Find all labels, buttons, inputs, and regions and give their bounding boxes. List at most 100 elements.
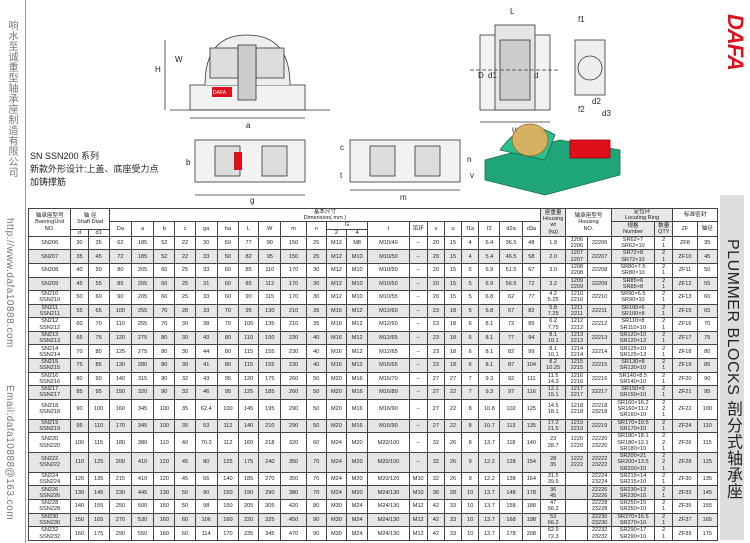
table-cell: 32 xyxy=(174,371,196,387)
header-shaft-diameter: 轴 径 Shaft Diad xyxy=(70,208,110,230)
table-cell: M30 xyxy=(325,526,348,541)
table-cell: 22232 23232 xyxy=(587,526,612,541)
table-cell: SN220 SSN220 xyxy=(27,432,72,454)
table-cell: 50 xyxy=(696,262,719,278)
table-cell: 12.2 xyxy=(478,471,501,487)
table-cell: – xyxy=(408,385,428,400)
table-cell: 70 xyxy=(216,303,240,319)
table-cell: SR130×8 SR130×10 xyxy=(610,358,656,373)
table-cell: 175 xyxy=(258,371,282,387)
table-cell: 41 xyxy=(194,358,218,373)
table-cell: 17.2 21.5 xyxy=(540,418,567,434)
table-cell: 150 xyxy=(280,235,307,251)
table-cell: 120 xyxy=(153,452,176,473)
table-cell: 44 xyxy=(194,344,218,360)
plummer-block-3d-render xyxy=(484,123,621,196)
table-cell: 6.8 xyxy=(478,290,501,305)
table-cell: 102 xyxy=(499,398,523,420)
table-cell: 6.2 7.75 xyxy=(540,317,567,332)
side-view-drawing xyxy=(470,24,560,123)
website-link[interactable]: http://www.dafa10888.com xyxy=(4,218,15,348)
table-cell: 45 xyxy=(70,276,89,292)
table-cell: 10 xyxy=(461,512,480,528)
header-col-a: a xyxy=(130,221,155,237)
table-cell: 77 xyxy=(499,330,523,346)
table-cell: 1213 2213 xyxy=(565,330,589,346)
table-cell: 65 xyxy=(87,303,110,319)
table-cell: 135 xyxy=(258,317,282,332)
header-housing-no: 轴承座型号 Housing NO. xyxy=(565,208,612,237)
table-cell: 1210 2210 xyxy=(565,290,589,305)
table-cell: 110 xyxy=(70,452,89,473)
table-cell: 1215 2215 xyxy=(565,358,589,373)
header-ring-qty: 数量 QTY xyxy=(654,221,674,237)
table-cell: 8 xyxy=(461,398,480,420)
table-cell: SN219 SSN219 xyxy=(27,418,72,434)
table-cell: 26 xyxy=(443,471,463,487)
table-cell: 100 xyxy=(70,432,89,454)
table-cell: 65 xyxy=(70,330,89,346)
table-cell: 112 xyxy=(216,418,240,434)
table-cell: 2 2 1 xyxy=(654,398,674,420)
table-cell: 8 xyxy=(461,418,480,434)
table-cell: 325 xyxy=(258,512,282,528)
table-cell: 150 xyxy=(216,499,240,514)
table-cell: M24/130 xyxy=(367,499,410,514)
header-seal-shaft: 轴径 xyxy=(696,221,719,237)
table-cell: 22213 xyxy=(587,330,612,346)
table-cell: 135 xyxy=(696,471,719,487)
table-cell: 158 xyxy=(499,499,523,514)
table-cell: M16/65 xyxy=(367,358,410,373)
table-cell: SR215×14 SR215×10 xyxy=(610,471,656,487)
table-cell: 30 xyxy=(305,276,327,292)
table-cell: 58 xyxy=(521,249,542,264)
table-cell: 11.5 14.3 xyxy=(540,371,567,387)
table-cell: SN215 SSN215 xyxy=(27,358,72,373)
table-cell: 205 xyxy=(130,262,155,278)
table-cell: 85 xyxy=(108,276,132,292)
table-cell: 22216 xyxy=(587,371,612,387)
table-cell: 1218 2218 xyxy=(565,398,589,420)
table-cell: 23 xyxy=(426,303,445,319)
table-cell: 2 2 1 xyxy=(654,452,674,473)
table-cell: 420 xyxy=(280,499,307,514)
table-cell: 1207 2207 xyxy=(565,249,589,264)
table-cell: 350 xyxy=(280,452,307,473)
table-cell: 40 xyxy=(70,262,89,278)
table-cell: 82 xyxy=(521,303,542,319)
table-cell: M20 xyxy=(346,432,369,454)
table-cell: 255 xyxy=(130,317,155,332)
table-cell: 43 xyxy=(194,371,218,387)
table-cell: ZF15 xyxy=(672,303,698,319)
table-cell: – xyxy=(408,276,428,292)
table-cell: 36 xyxy=(426,485,445,501)
table-cell: 95 xyxy=(87,385,110,400)
header-col-n: n xyxy=(305,221,327,237)
table-cell: SR85×6 SR85×8 xyxy=(610,276,656,292)
table-cell: 90 xyxy=(70,398,89,420)
table-cell: 178 xyxy=(499,526,523,541)
table-cell: 80 xyxy=(696,344,719,360)
table-cell: 380 xyxy=(130,432,155,454)
table-cell: SN216 SSN216 xyxy=(27,371,72,387)
table-cell: 45 xyxy=(87,249,110,264)
table-cell: – xyxy=(408,317,428,332)
table-cell: 95 xyxy=(216,385,240,400)
table-cell: 26 xyxy=(443,452,463,473)
table-cell: 305 xyxy=(258,499,282,514)
table-cell: M12 xyxy=(325,290,348,305)
table-cell: 45 xyxy=(174,452,196,473)
table-cell: M24 xyxy=(325,432,348,454)
table-cell: 20 xyxy=(426,262,445,278)
table-cell: 72 xyxy=(108,249,132,264)
table-cell: 1217 2217 xyxy=(565,385,589,400)
table-cell: 70 xyxy=(87,317,110,332)
table-cell: 80 xyxy=(216,330,240,346)
email-link[interactable]: Email:dafa10888@163.com xyxy=(4,385,15,521)
table-cell: M10 xyxy=(346,290,369,305)
table-cell: 15 xyxy=(443,262,463,278)
table-cell: M16 xyxy=(325,358,348,373)
table-cell: SR250×15 SR250×10 xyxy=(610,499,656,514)
table-cell: 230 xyxy=(280,330,307,346)
header-standard-seal: 标准密封 xyxy=(672,207,718,223)
